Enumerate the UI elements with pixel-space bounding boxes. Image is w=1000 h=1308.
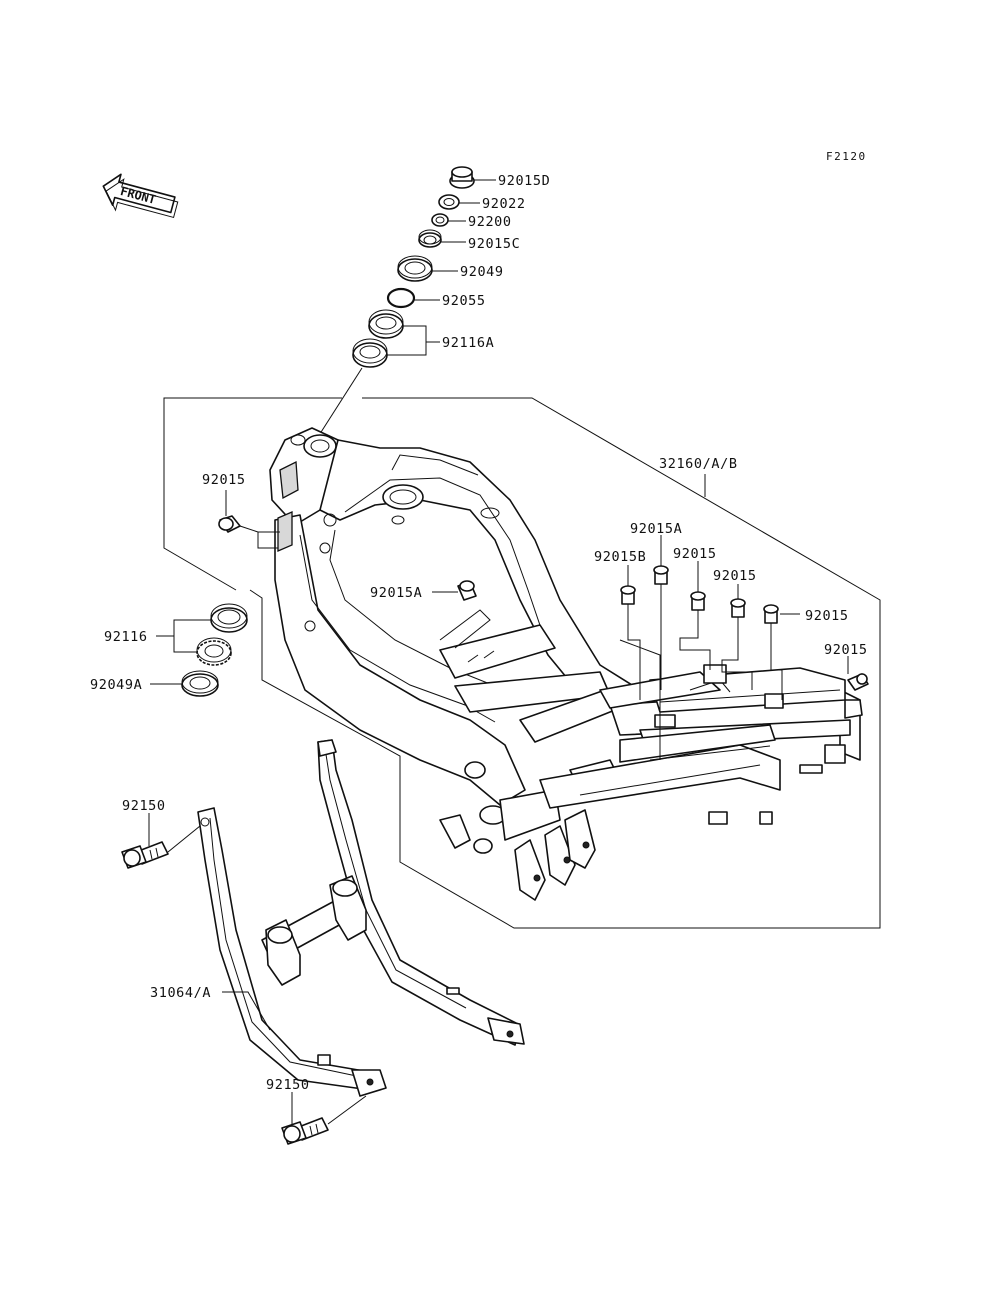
nut-92015-r2-icon: [730, 598, 746, 618]
label-92022: 92022: [482, 196, 526, 212]
main-frame-drawing: [269, 427, 863, 901]
label-31064: 31064/A: [150, 985, 211, 1001]
seal-92049-icon: [397, 255, 433, 282]
nut-92015A-right-icon: [653, 565, 669, 585]
nut-92015-r3-icon: [763, 604, 779, 624]
label-92015-r3: 92015: [805, 608, 849, 624]
front-arrow-icon: FRONT: [102, 173, 179, 219]
engine-bracket-drawing: [197, 739, 525, 1097]
label-32160: 32160/A/B: [659, 456, 738, 472]
label-92150-bottom: 92150: [266, 1077, 310, 1093]
nut-92015-r4-icon: [847, 673, 869, 691]
label-92015B: 92015B: [594, 549, 646, 565]
label-92055: 92055: [442, 293, 486, 309]
label-92015C: 92015C: [468, 236, 520, 252]
label-92015A-center: 92015A: [370, 585, 422, 601]
label-92015-r2: 92015: [713, 568, 757, 584]
bearing-92116A-upper-icon: [368, 309, 404, 339]
frame-assembly-outline: [163, 397, 881, 929]
bolt-92150-bottom-icon: [281, 1117, 329, 1145]
washer-92200-icon: [431, 213, 449, 227]
steering-stem-parts: [352, 166, 475, 368]
leader-lines-top: [315, 179, 496, 441]
bearing-92116A-lower-icon: [352, 338, 388, 368]
label-92116: 92116: [104, 629, 148, 645]
oring-92055-icon: [386, 287, 416, 309]
label-92015A-right: 92015A: [630, 521, 682, 537]
label-92200: 92200: [468, 214, 512, 230]
leader-lines-rear: [432, 535, 849, 760]
bearing-92116-lower-icon: [196, 637, 232, 666]
left-side-parts: [150, 515, 280, 697]
washer-92022-icon: [438, 194, 460, 210]
nut-92015B-icon: [620, 585, 636, 605]
nut-92015D-icon: [449, 166, 475, 189]
label-92015-left: 92015: [202, 472, 246, 488]
label-92015D: 92015D: [498, 173, 550, 189]
label-92049: 92049: [460, 264, 504, 280]
label-92150-top: 92150: [122, 798, 166, 814]
bolt-92150-top-icon: [121, 841, 169, 869]
nut-92015-left-icon: [218, 515, 241, 533]
bearing-92116-upper-icon: [210, 603, 248, 633]
seal-92049A-icon: [181, 670, 219, 697]
label-92049A: 92049A: [90, 677, 142, 693]
nut-92015C-icon: [418, 229, 442, 248]
nut-92015A-center-icon: [457, 580, 477, 601]
nut-92015-r1-icon: [690, 591, 706, 611]
label-92116A: 92116A: [442, 335, 494, 351]
figure-code: F2120: [826, 150, 867, 163]
label-92015-r4: 92015: [824, 642, 868, 658]
label-92015-r1: 92015: [673, 546, 717, 562]
leader-lines-bracket: [148, 813, 367, 1126]
